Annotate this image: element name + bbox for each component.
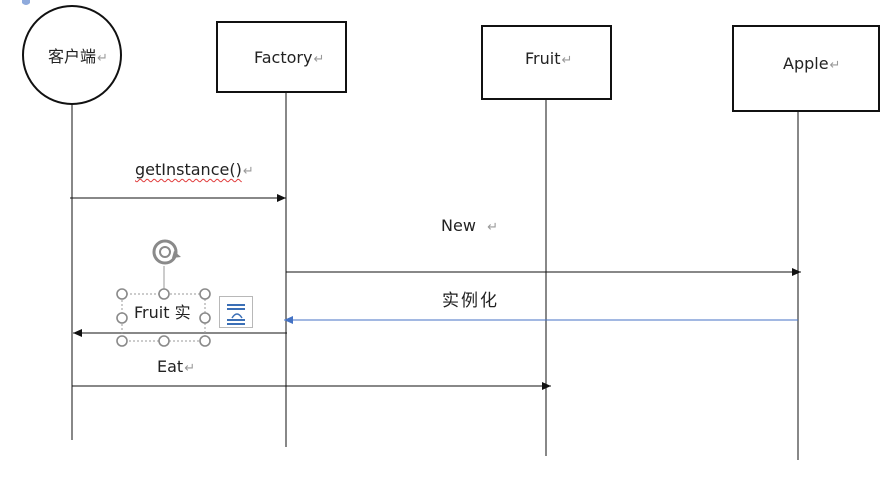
instantiate-label: 实例化	[442, 291, 499, 311]
resize-handle-mr[interactable]	[199, 312, 211, 324]
rotate-handle-icon[interactable]	[152, 239, 181, 265]
client-label: 客户端↵	[48, 47, 108, 66]
factory-box[interactable]	[216, 21, 347, 93]
resize-handle-tm[interactable]	[158, 288, 170, 300]
partial-shape-icon	[22, 0, 30, 5]
eat-label: Eat↵	[157, 357, 196, 376]
resize-handle-bm[interactable]	[158, 335, 170, 347]
apple-label: Apple↵	[783, 54, 841, 73]
resize-handle-bl[interactable]	[116, 335, 128, 347]
apple-box[interactable]	[732, 25, 880, 112]
new-label: New ↵	[441, 216, 498, 235]
fruit-return-textbox[interactable]: Fruit 实	[134, 303, 191, 322]
resize-handle-br[interactable]	[199, 335, 211, 347]
resize-handle-tl[interactable]	[116, 288, 128, 300]
resize-handle-tr[interactable]	[199, 288, 211, 300]
resize-handle-ml[interactable]	[116, 312, 128, 324]
layout-options-icon[interactable]	[219, 296, 253, 328]
fruit-label: Fruit↵	[525, 49, 573, 68]
fruit-box[interactable]	[481, 25, 612, 100]
factory-label: Factory↵	[254, 48, 325, 67]
getinstance-label: getInstance()↵	[135, 160, 254, 179]
client-actor-circle[interactable]	[22, 5, 122, 105]
